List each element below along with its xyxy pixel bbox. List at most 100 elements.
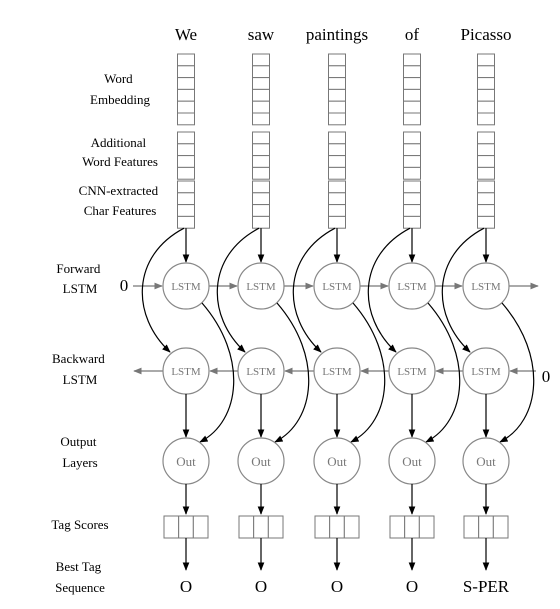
forward-lstm-node xyxy=(162,262,210,310)
additional-features-vector xyxy=(252,131,270,180)
vector-cell xyxy=(252,204,270,217)
vector-cell xyxy=(177,215,195,229)
vector-cell xyxy=(328,88,346,102)
best-tag: S-PER xyxy=(463,577,510,596)
vector-cell xyxy=(252,112,270,126)
word-embedding-vector xyxy=(477,53,495,126)
output-layer-label: Out xyxy=(176,454,196,469)
vector-cell xyxy=(328,192,346,206)
char-features-vector xyxy=(328,180,346,229)
vector-cell xyxy=(177,155,195,168)
vector-cell xyxy=(328,100,346,114)
forward-lstm-node xyxy=(462,262,510,310)
char-features-vector xyxy=(252,180,270,229)
best-tag: O xyxy=(406,577,418,596)
input-to-backward-arrow xyxy=(367,227,411,353)
vector-cell xyxy=(477,166,495,180)
forward-lstm-label: LSTM xyxy=(471,281,501,293)
tag-scores-vector xyxy=(163,515,209,539)
additional-features-vector xyxy=(477,131,495,180)
vector-cell xyxy=(477,100,495,114)
vector-cell xyxy=(177,100,195,114)
vector-cell xyxy=(252,192,270,206)
row-label-output-layers: Output Layers xyxy=(60,434,99,470)
score-cell xyxy=(329,515,345,539)
vector-cell xyxy=(477,88,495,102)
forward-to-output-arrow xyxy=(499,302,535,443)
word-columns: WeLSTMLSTMOutOsawLSTMLSTMOutOpaintingsLS… xyxy=(141,25,535,596)
score-cell xyxy=(238,515,255,539)
vector-cell xyxy=(403,53,421,67)
forward-lstm-node xyxy=(388,262,436,310)
backward-lstm-label: LSTM xyxy=(471,366,501,378)
output-layer-label: Out xyxy=(402,454,422,469)
row-label-additional-features: Additional Word Features xyxy=(82,135,158,169)
vector-cell xyxy=(177,65,195,79)
score-cell xyxy=(404,515,420,539)
vector-cell xyxy=(477,53,495,67)
input-to-backward-arrow xyxy=(441,227,485,353)
tag-scores-vector xyxy=(389,515,435,539)
vector-cell xyxy=(403,100,421,114)
forward-to-output-arrow xyxy=(350,302,386,443)
vector-cell xyxy=(403,112,421,126)
vector-cell xyxy=(403,77,421,90)
word-embedding-vector xyxy=(252,53,270,126)
backward-lstm-label: LSTM xyxy=(397,366,427,378)
forward-lstm-node xyxy=(313,262,361,310)
word-embedding-vector xyxy=(403,53,421,126)
vector-cell xyxy=(252,77,270,90)
vector-cell xyxy=(252,53,270,67)
vector-cell xyxy=(477,192,495,206)
backward-lstm-label: LSTM xyxy=(246,366,276,378)
vector-cell xyxy=(177,53,195,67)
vector-cell xyxy=(252,100,270,114)
word-token: Picasso xyxy=(461,25,512,44)
score-cell xyxy=(267,515,284,539)
score-cell xyxy=(463,515,480,539)
backward-lstm-label: LSTM xyxy=(171,366,201,378)
forward-lstm-node xyxy=(237,262,285,310)
tag-scores-vector xyxy=(238,515,284,539)
vector-cell xyxy=(403,215,421,229)
additional-features-vector xyxy=(177,131,195,180)
score-cell xyxy=(178,515,194,539)
forward-lstm-label: LSTM xyxy=(171,281,201,293)
word-token: paintings xyxy=(306,25,368,44)
vector-cell xyxy=(403,192,421,206)
vector-cell xyxy=(177,192,195,206)
vector-cell xyxy=(403,131,421,145)
input-to-backward-arrow xyxy=(141,227,185,353)
word-token: saw xyxy=(248,25,275,44)
word-token: We xyxy=(175,25,197,44)
char-features-vector xyxy=(177,180,195,229)
vector-cell xyxy=(177,180,195,194)
tag-scores-vector xyxy=(463,515,509,539)
vector-cell xyxy=(328,155,346,168)
vector-cell xyxy=(252,131,270,145)
forward-to-output-arrow xyxy=(425,302,461,443)
best-tag: O xyxy=(180,577,192,596)
vector-cell xyxy=(252,215,270,229)
row-label-forward-lstm: Forward LSTM xyxy=(56,261,103,296)
vector-cell xyxy=(177,88,195,102)
vector-cell xyxy=(477,155,495,168)
vector-cell xyxy=(252,155,270,168)
vector-cell xyxy=(177,204,195,217)
char-features-vector xyxy=(403,180,421,229)
vector-cell xyxy=(403,166,421,180)
input-to-backward-arrow xyxy=(216,227,260,353)
forward-initial-state: 0 xyxy=(120,276,129,295)
forward-to-output-arrow xyxy=(199,302,235,443)
vector-cell xyxy=(177,166,195,180)
vector-cell xyxy=(328,215,346,229)
score-cell xyxy=(253,515,269,539)
backward-initial-state: 0 xyxy=(542,367,551,386)
score-cell xyxy=(418,515,435,539)
output-layer-label: Out xyxy=(476,454,496,469)
vector-cell xyxy=(252,65,270,79)
